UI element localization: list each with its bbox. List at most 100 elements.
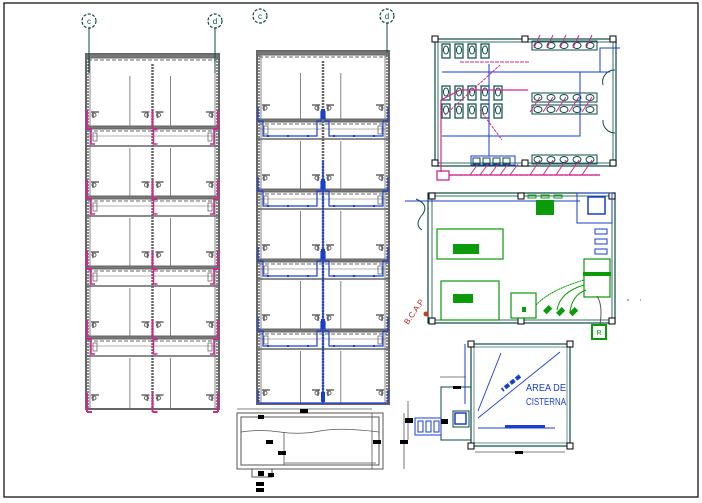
marker-r-label: R xyxy=(596,330,601,337)
valve-dot xyxy=(267,345,269,347)
sanitary-vent xyxy=(210,269,215,285)
drain-branch xyxy=(572,34,580,49)
sanitary-vent xyxy=(210,129,215,145)
fixture-icon xyxy=(155,111,164,118)
sanitary-vent xyxy=(90,339,95,355)
dimension-mark xyxy=(258,471,264,476)
fixture-bowl xyxy=(326,105,332,111)
valve-dot xyxy=(333,205,335,207)
window-icon xyxy=(377,335,383,345)
fixture-bowl xyxy=(91,182,97,188)
sanitary-vent xyxy=(152,269,158,285)
water-supply-line xyxy=(324,107,389,137)
fixture-icon xyxy=(262,244,270,251)
valve-dot xyxy=(307,135,309,137)
dimension-mark xyxy=(300,409,308,413)
toilet-bowl xyxy=(443,87,449,97)
sink-icon xyxy=(585,156,595,163)
column-marker xyxy=(517,317,525,325)
drain-branch xyxy=(568,96,580,113)
window-icon xyxy=(377,125,383,135)
water-line xyxy=(599,47,620,72)
fixture-icon xyxy=(326,104,334,111)
fixture-icon xyxy=(312,314,320,321)
toilet-bowl xyxy=(456,105,462,115)
fixture-bowl xyxy=(314,315,320,321)
pump-icon xyxy=(594,248,608,255)
vent-grille xyxy=(553,194,563,199)
green-pipe xyxy=(535,279,585,306)
arrow-line xyxy=(477,351,561,419)
fixture-bowl xyxy=(91,395,97,401)
fixture-icon xyxy=(326,244,334,251)
bathroom-plan xyxy=(431,34,620,176)
dimension-mark xyxy=(256,482,264,486)
sink-icon xyxy=(572,106,582,113)
sink-counter xyxy=(531,154,598,165)
axis-marker-c-left: c xyxy=(81,13,97,73)
fixture-bowl xyxy=(208,112,214,118)
fixture-bowl xyxy=(378,105,384,111)
urinal-icon xyxy=(472,157,481,165)
fixture-icon xyxy=(91,251,99,258)
dimension-mark xyxy=(266,440,273,444)
cable xyxy=(596,295,602,326)
drain-branch xyxy=(559,34,567,49)
axis-label-c: c xyxy=(258,12,262,21)
pump-unit xyxy=(543,305,553,315)
fixture-icon xyxy=(262,174,270,181)
valve-dot xyxy=(287,135,289,137)
window-icon xyxy=(263,335,269,345)
cistern-wall xyxy=(470,343,571,447)
cistern-pump-frame xyxy=(452,410,470,428)
equipment-box xyxy=(440,280,500,321)
sanitary-vent xyxy=(152,129,158,145)
fixture-bowl xyxy=(378,390,384,396)
column-marker xyxy=(609,159,617,167)
fixture-icon xyxy=(91,111,99,118)
door-swing xyxy=(415,198,426,231)
water-supply-line xyxy=(257,177,322,207)
fixture-bowl xyxy=(314,105,320,111)
arrow-line xyxy=(477,352,502,412)
tank-inner xyxy=(240,416,380,466)
fixture-icon xyxy=(326,174,334,181)
valve-dot xyxy=(373,135,375,137)
dimension-mark xyxy=(278,451,286,455)
middle-section xyxy=(256,50,390,405)
water-supply-line xyxy=(324,247,389,277)
fixture-bowl xyxy=(262,175,268,181)
fixture-bowl xyxy=(262,105,268,111)
dimension-mark xyxy=(515,451,523,454)
toilet-bowl xyxy=(456,45,462,55)
fixture-bowl xyxy=(156,252,161,258)
valve-dot xyxy=(353,205,355,207)
sink-icon xyxy=(559,42,569,49)
equipment-block xyxy=(453,244,479,254)
sanitary-vent xyxy=(152,339,158,355)
axis-marker-d-middle: d xyxy=(379,8,395,53)
dimension-mark xyxy=(258,415,264,419)
fixture-icon xyxy=(376,244,384,251)
drain-branch xyxy=(585,34,593,49)
sink-icon xyxy=(546,42,556,49)
pump-icon xyxy=(594,238,608,245)
pump-unit xyxy=(556,307,566,317)
fixture-bowl xyxy=(378,245,384,251)
drain-branch xyxy=(555,159,567,176)
drain-branch xyxy=(542,159,554,176)
pipe-segment xyxy=(500,374,522,392)
urinal-row xyxy=(470,155,516,166)
cistern-pump xyxy=(454,412,467,425)
fixture-bowl xyxy=(262,315,268,321)
sanitary-vent xyxy=(210,199,215,215)
toilet-icon xyxy=(480,43,490,59)
vent-grille xyxy=(527,194,537,199)
column-marker xyxy=(608,317,616,325)
machine-room-plan xyxy=(405,192,616,326)
water-supply-line xyxy=(257,107,322,137)
column-marker xyxy=(467,442,475,450)
sink-icon xyxy=(559,156,569,163)
water-supply-line xyxy=(257,247,322,277)
toilet-bowl xyxy=(482,87,488,97)
